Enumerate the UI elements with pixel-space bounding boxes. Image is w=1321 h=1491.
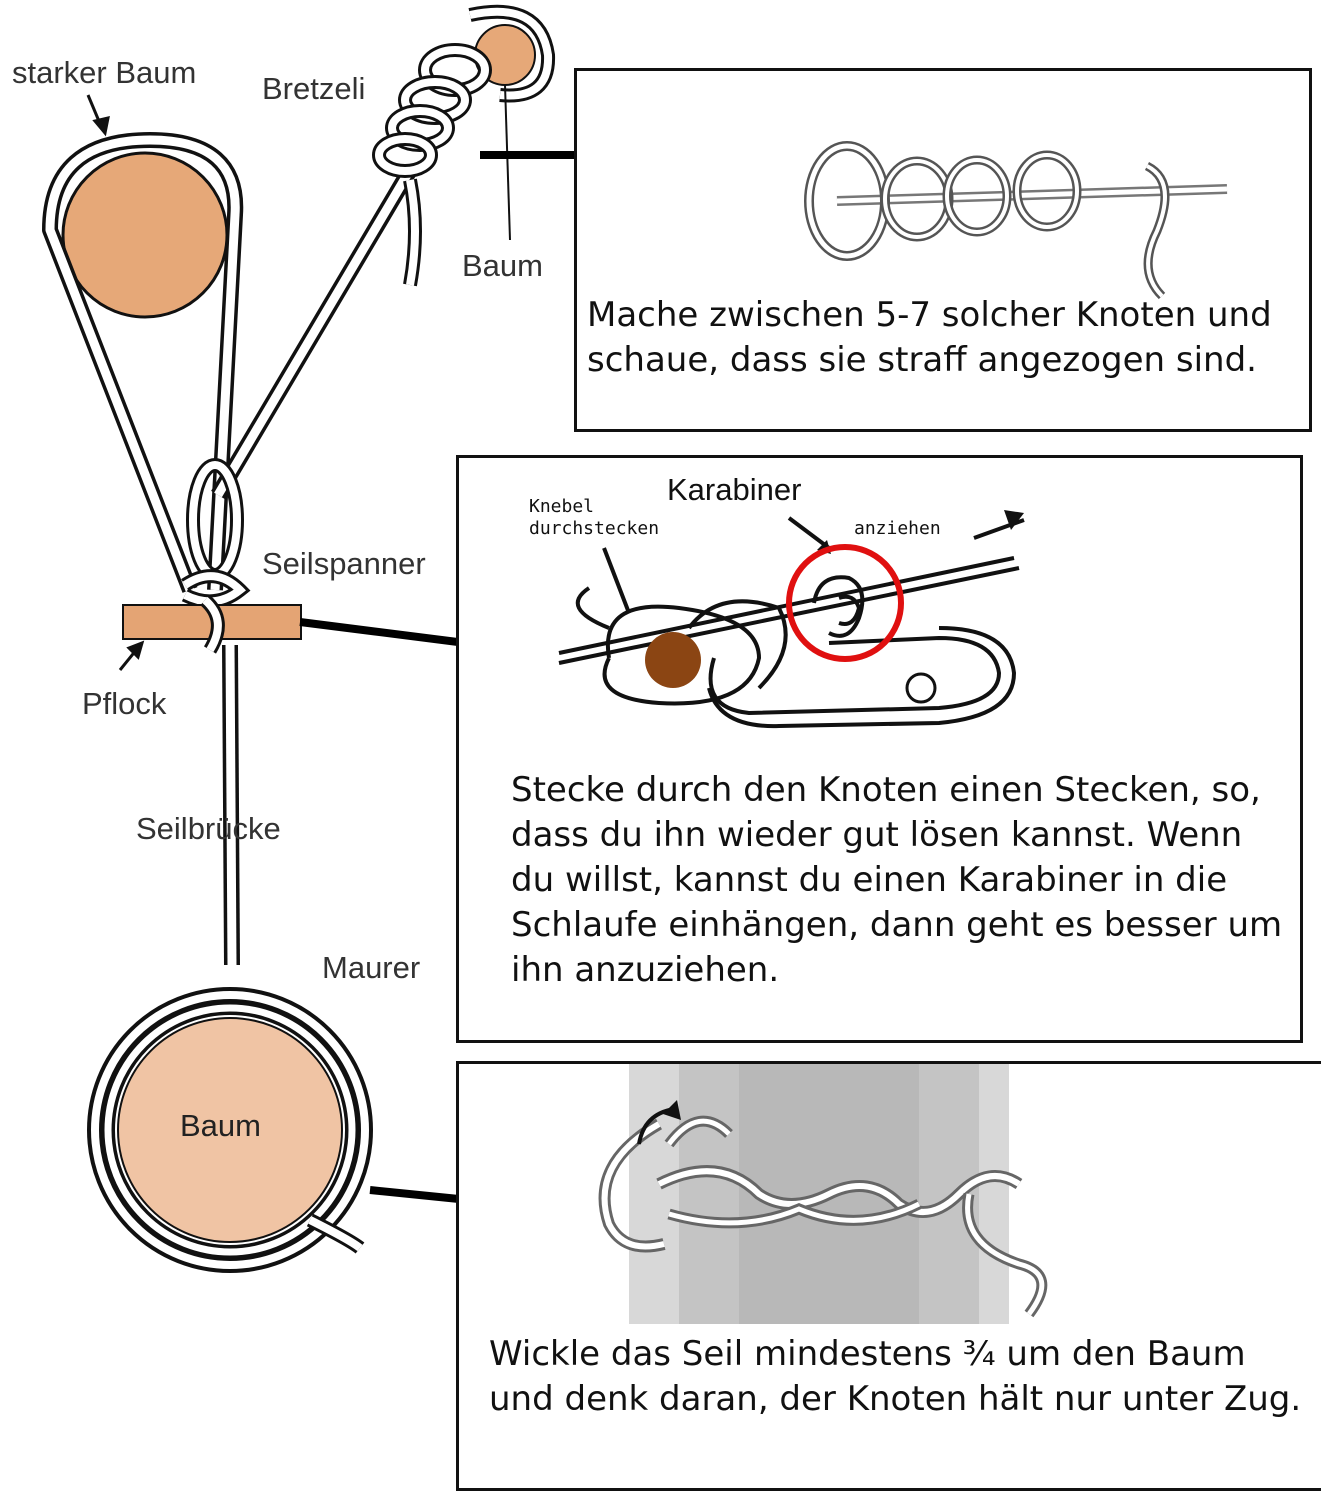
- stick-circle: [645, 632, 701, 688]
- maurer-info-box: Wickle das Seil mindestens ¾ um den Baum…: [456, 1061, 1321, 1491]
- label-anziehen: anziehen: [854, 518, 941, 540]
- label-seilbruecke: Seilbrücke: [136, 813, 281, 844]
- label-starker-baum: starker Baum: [12, 57, 196, 88]
- label-maurer: Maurer: [322, 952, 420, 983]
- label-baum-top: Baum: [462, 250, 543, 281]
- seilspanner-instruction-text: Stecke durch den Knoten einen Stecken, s…: [511, 768, 1291, 993]
- label-baum-bottom: Baum: [180, 1110, 261, 1141]
- label-knebel-durchstecken: Knebel durchstecken: [529, 496, 659, 540]
- strong-tree-circle: [63, 153, 227, 317]
- label-bretzeli: Bretzeli: [262, 73, 365, 104]
- bretzeli-info-box: Mache zwischen 5-7 solcher Knoten und sc…: [574, 68, 1312, 432]
- label-karabiner: Karabiner: [667, 474, 801, 505]
- label-pflock: Pflock: [82, 688, 166, 719]
- label-durchstecken: durchstecken: [529, 518, 659, 540]
- maurer-instruction-text: Wickle das Seil mindestens ¾ um den Baum…: [489, 1332, 1319, 1422]
- label-seilspanner: Seilspanner: [262, 548, 426, 579]
- seilspanner-info-box: Karabiner Knebel durchstecken anziehen S…: [456, 455, 1303, 1043]
- maurer-wrap-illustration: [459, 1064, 1321, 1324]
- label-pointer-starker-baum: [88, 95, 108, 133]
- label-pointer-pflock: [120, 643, 142, 670]
- bretzeli-instruction-text: Mache zwischen 5-7 solcher Knoten und sc…: [587, 293, 1307, 383]
- bretzeli-chain-illustration: [577, 71, 1309, 301]
- label-knebel: Knebel: [529, 496, 659, 518]
- bretzeli-knot: [379, 50, 485, 171]
